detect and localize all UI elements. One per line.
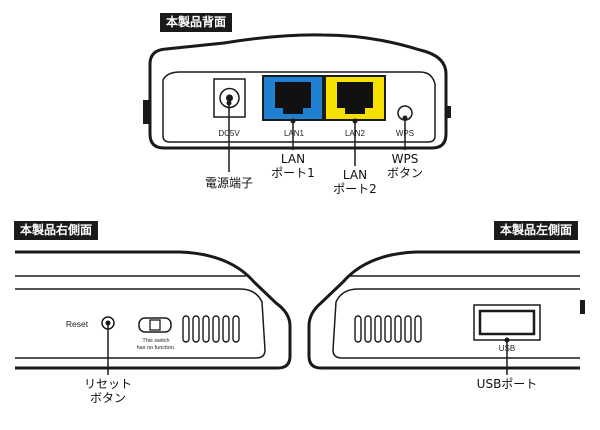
callout-lan1-line1: LAN (280, 152, 306, 166)
lan1-port (262, 75, 324, 121)
callout-lan1: LAN ポート1 (263, 152, 323, 180)
header-left-side: 本製品左側面 (494, 221, 579, 240)
right-vent-slots (182, 315, 240, 343)
dc-power-jack (213, 78, 246, 118)
callout-lan2-line2: ポート2 (333, 182, 377, 196)
reset-label: Reset (66, 319, 89, 329)
callout-lan1-line2: ポート1 (271, 166, 315, 180)
callout-usb-port: USBポート (476, 377, 538, 391)
header-right-side: 本製品右側面 (14, 221, 99, 240)
callout-wps-line1: WPS (391, 152, 419, 166)
usb-port (473, 304, 541, 341)
callout-lan2: LAN ポート2 (325, 168, 385, 196)
right-side-view: Reset This switch has no function. (15, 250, 292, 375)
callout-power-terminal: 電源端子 (204, 176, 253, 190)
lan2-port (324, 75, 386, 121)
header-back: 本製品背面 (160, 13, 233, 32)
lan1-label: LAN1 (284, 129, 305, 138)
switch-note-line2: has no function. (137, 345, 176, 351)
callout-wps-line2: ボタン (386, 166, 423, 180)
left-side-view: USB (307, 250, 585, 375)
callout-lan2-line1: LAN (342, 168, 368, 182)
back-leader-lines (228, 103, 406, 172)
back-view: DC5V LAN1 LAN2 WPS (143, 33, 451, 172)
callout-wps: WPS ボタン (380, 152, 430, 180)
left-vent-slots (354, 315, 422, 343)
switch-note-line1: This switch (142, 338, 169, 344)
callout-reset: リセット ボタン (74, 377, 142, 405)
callout-reset-line2: ボタン (89, 391, 126, 405)
callout-reset-line1: リセット (83, 377, 132, 391)
slide-switch (138, 317, 172, 333)
